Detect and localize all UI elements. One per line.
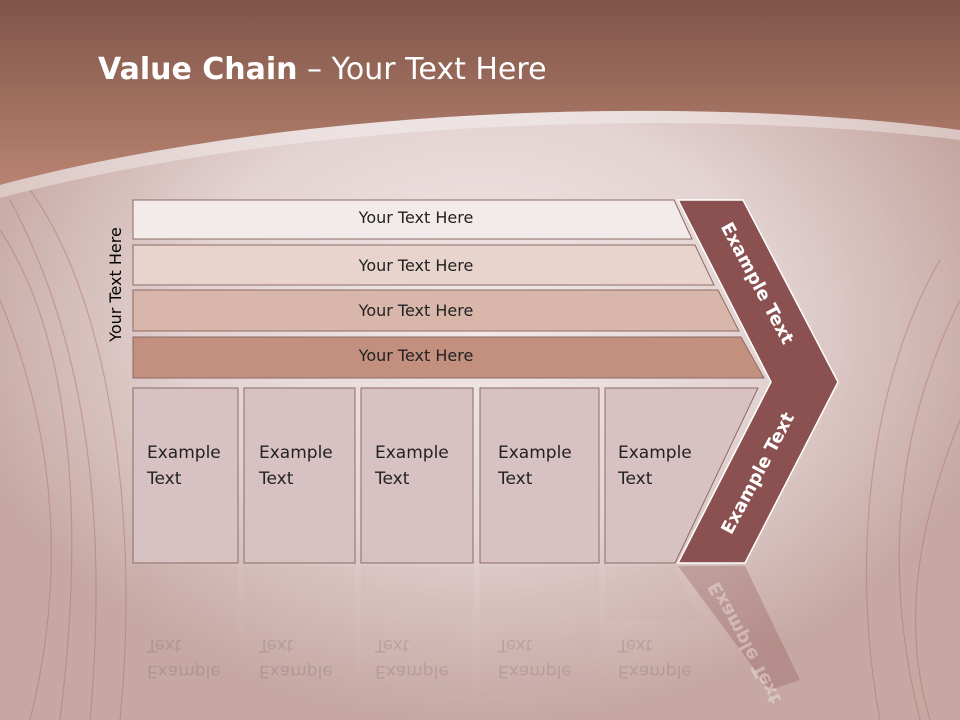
activity-box-2 — [243, 387, 356, 564]
row-label-2: Your Text Here — [358, 256, 474, 275]
row-label-4: Your Text Here — [358, 346, 474, 365]
row-bar-4 — [132, 336, 765, 379]
row-label-3: Your Text Here — [358, 301, 474, 320]
margin-chevron — [676, 199, 839, 564]
activity-box-3 — [360, 387, 474, 564]
header-band — [0, 0, 960, 185]
side-label: Your Text Here — [106, 227, 125, 342]
row-bar-3 — [132, 289, 740, 332]
row-bar-1 — [132, 199, 693, 240]
activity-box-4 — [479, 387, 600, 564]
activity-box-5 — [604, 387, 759, 564]
row-bar-2 — [132, 244, 715, 286]
slide-title: Value Chain – Your Text Here — [98, 52, 547, 87]
activity-box-1 — [132, 387, 239, 564]
row-label-1: Your Text Here — [358, 208, 474, 227]
